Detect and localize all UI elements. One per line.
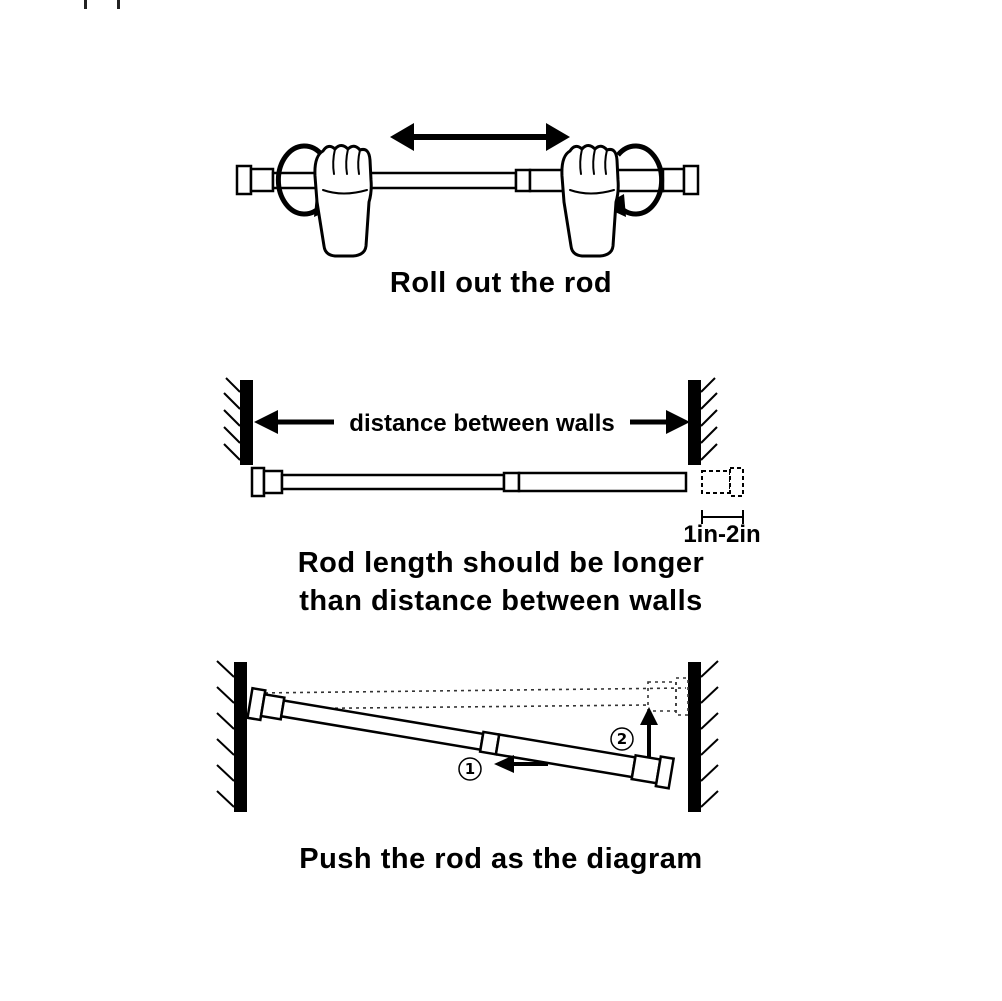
right-wall-hatching (700, 660, 719, 808)
push-arrow-step1 (494, 755, 548, 773)
rod-overhang-dashed (701, 467, 744, 497)
left-hand (313, 144, 373, 258)
length-caption-line1: Rod length should be longer (297, 547, 705, 579)
left-wall (216, 660, 247, 812)
left-wall-hatching (216, 660, 235, 808)
step2-number: 2 (617, 730, 627, 748)
left-wall-hatching (223, 377, 241, 461)
step1-marker: 1 (458, 757, 482, 781)
length-caption: Rod length should be longer than distanc… (0, 544, 1002, 620)
overhang-dimension (701, 510, 744, 524)
right-wall-hatching (700, 377, 718, 461)
crop-artifact (117, 0, 120, 9)
tension-rod (250, 466, 688, 498)
right-wall (688, 660, 719, 812)
distance-arrow: distance between walls (254, 406, 690, 438)
angled-rod (246, 686, 676, 790)
right-wall (688, 377, 718, 465)
step1-number: 1 (465, 760, 475, 778)
rod-length-diagram: distance between walls 1in-2in (223, 377, 761, 544)
expand-direction-arrow (390, 123, 570, 151)
crop-artifact (84, 0, 87, 9)
overhang-label: 1in-2in (683, 521, 760, 544)
tension-rod (235, 164, 700, 196)
roll-caption: Roll out the rod (389, 267, 613, 299)
length-caption-line2: than distance between walls (299, 585, 703, 617)
step2-marker: 2 (610, 727, 634, 751)
push-caption: Push the rod as the diagram (299, 843, 703, 875)
left-wall (223, 377, 253, 465)
distance-label: distance between walls (349, 410, 614, 437)
right-hand (560, 144, 620, 258)
push-arrow-step2 (640, 707, 658, 758)
roll-out-diagram (235, 123, 700, 258)
push-rod-diagram: 1 2 (216, 660, 719, 812)
